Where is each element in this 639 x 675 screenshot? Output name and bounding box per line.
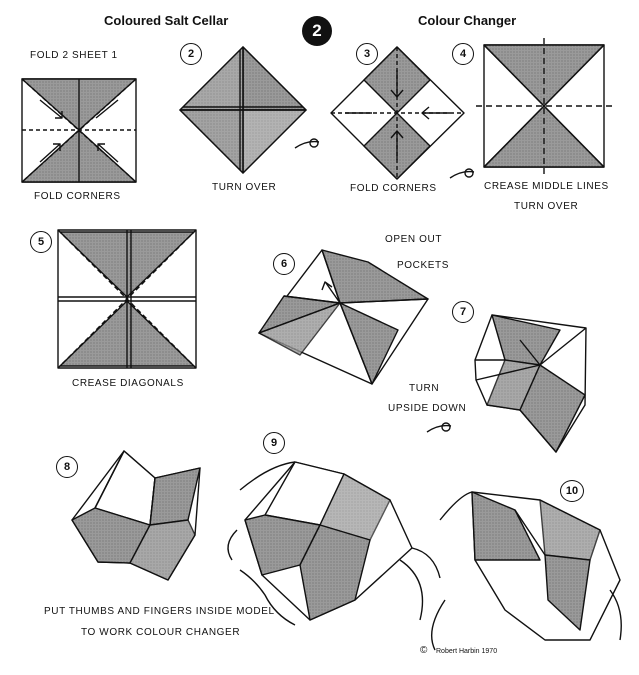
step-number: 4 <box>452 43 474 65</box>
step-number: 10 <box>560 480 584 502</box>
step-3-caption: FOLD CORNERS <box>350 183 437 194</box>
step-7-caption: TURN <box>409 383 440 394</box>
step-number: 3 <box>356 43 378 65</box>
step-7-caption-2: UPSIDE DOWN <box>388 403 467 414</box>
step-4-caption-2: TURN OVER <box>514 201 579 212</box>
sheet-badge: 2 <box>302 16 332 46</box>
step-6-caption-2: POCKETS <box>397 260 449 271</box>
step-2-caption: TURN OVER <box>212 182 277 193</box>
step-9-drawing <box>227 461 441 626</box>
step-4-drawing <box>476 38 612 174</box>
step-1-caption: FOLD CORNERS <box>34 191 121 202</box>
step-number: 8 <box>56 456 78 478</box>
step-8-drawing <box>71 450 201 581</box>
step-3-drawing <box>330 46 475 180</box>
instruction-line-2: TO WORK COLOUR CHANGER <box>81 627 241 638</box>
step-number: 7 <box>452 301 474 323</box>
step-6-drawing <box>258 249 429 385</box>
step-number: 2 <box>180 43 202 65</box>
step-5-caption: CREASE DIAGONALS <box>72 378 184 389</box>
step-number: 5 <box>30 231 52 253</box>
step-4-caption: CREASE MIDDLE LINES <box>484 181 609 192</box>
step-number: 9 <box>263 432 285 454</box>
step-2-drawing <box>179 46 320 174</box>
step-7-drawing <box>426 314 587 453</box>
step-number: 6 <box>273 253 295 275</box>
step-5-drawing <box>57 229 197 369</box>
step-1-drawing <box>21 78 137 183</box>
instruction-line-1: PUT THUMBS AND FINGERS INSIDE MODEL <box>44 606 275 617</box>
right-title: Colour Changer <box>418 13 517 28</box>
step-6-caption: OPEN OUT <box>385 234 443 245</box>
copyright-icon: © <box>420 645 428 656</box>
sheet-label: FOLD 2 SHEET 1 <box>30 50 118 61</box>
step-10-drawing <box>431 491 622 651</box>
credit-text: Robert Harbin 1970 <box>436 648 498 655</box>
left-title: Coloured Salt Cellar <box>104 13 229 28</box>
